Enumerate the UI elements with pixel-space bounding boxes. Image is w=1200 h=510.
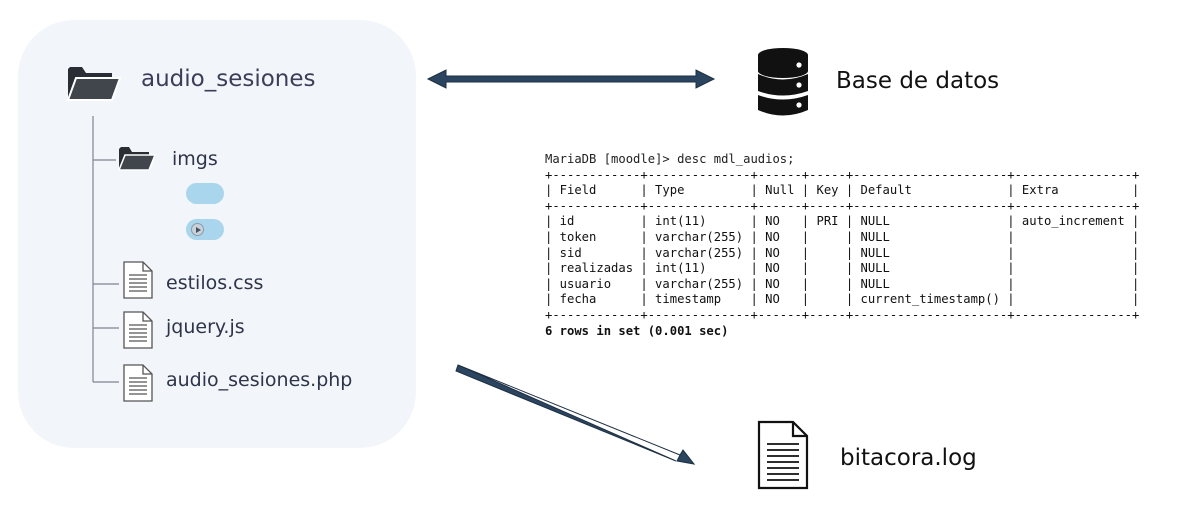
root-folder-label: audio_sesiones	[141, 66, 316, 92]
file-label: estilos.css	[166, 272, 264, 294]
database-label: Base de datos	[836, 68, 1000, 94]
sql-footer: 6 rows in set (0.001 sec)	[545, 323, 729, 338]
file-icon	[123, 261, 153, 299]
bidirectional-arrow	[426, 69, 716, 89]
subfolder-label: imgs	[172, 148, 218, 170]
database-icon	[758, 48, 808, 116]
sql-separator: +------------+--------------+------+----…	[545, 167, 1140, 182]
sql-row: | usuario | varchar(255) | NO | | NULL |…	[545, 276, 1140, 291]
play-icon	[191, 223, 204, 236]
log-arrow	[455, 364, 696, 465]
log-file-label: bitacora.log	[840, 445, 977, 471]
sql-prompt: MariaDB [moodle]> desc mdl_audios;	[545, 152, 795, 166]
file-icon	[757, 420, 809, 490]
file-label: jquery.js	[166, 316, 245, 338]
file-label: audio_sesiones.php	[166, 369, 353, 391]
folder-icon	[118, 147, 156, 171]
file-icon	[123, 364, 153, 402]
sql-row: | realizadas | int(11) | NO | | NULL | |	[545, 261, 1140, 276]
toggle-pill-icon	[186, 219, 224, 240]
sql-row: | sid | varchar(255) | NO | | NULL | |	[545, 245, 1140, 260]
sql-separator: +------------+--------------+------+----…	[545, 307, 1140, 322]
sql-separator: +------------+--------------+------+----…	[545, 198, 1140, 213]
toggle-pill-icon	[186, 183, 224, 204]
sql-row: | id | int(11) | NO | PRI | NULL | auto_…	[545, 214, 1140, 229]
sql-describe-output: MariaDB [moodle]> desc mdl_audios; +----…	[545, 152, 1139, 339]
file-icon	[123, 311, 153, 349]
folder-icon	[66, 67, 122, 101]
sql-header-row: | Field | Type | Null | Key | Default | …	[545, 183, 1140, 198]
sql-table: +------------+--------------+------+----…	[545, 168, 1139, 340]
sql-row: | token | varchar(255) | NO | | NULL | |	[545, 229, 1140, 244]
sql-row: | fecha | timestamp | NO | | current_tim…	[545, 292, 1140, 307]
